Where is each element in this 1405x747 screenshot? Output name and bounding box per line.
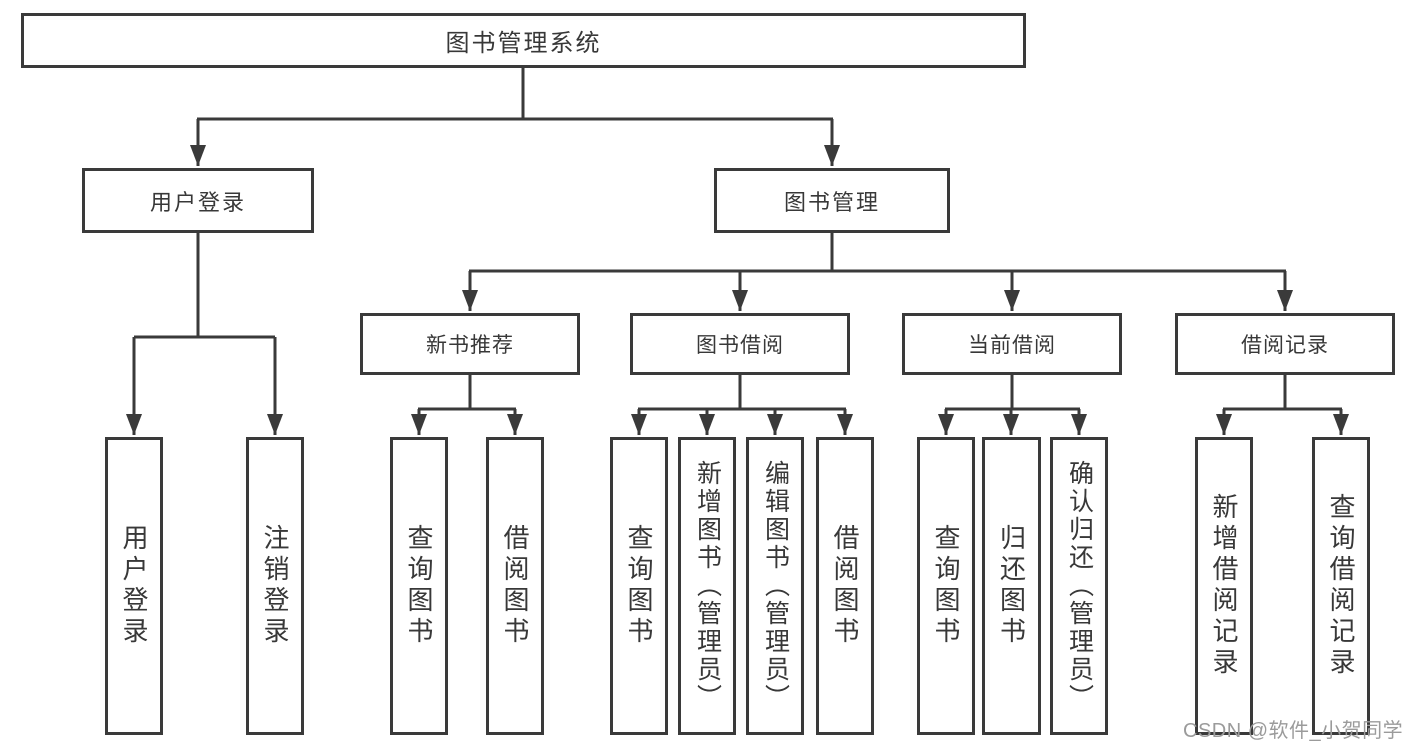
leaf-query-borrow-record-label: 查询借阅记录 <box>1326 493 1356 679</box>
node-user-login: 用户登录 <box>82 168 314 233</box>
leaf-confirm-return-admin: 确认归还（管理员） <box>1050 437 1108 735</box>
leaf-query-books-current: 查询图书 <box>917 437 975 735</box>
leaf-borrow-books-recommend-label: 借阅图书 <box>500 524 530 648</box>
leaf-borrow-books-borrowing: 借阅图书 <box>816 437 874 735</box>
node-book-management: 图书管理 <box>714 168 950 233</box>
leaf-query-books-recommend: 查询图书 <box>390 437 448 735</box>
leaf-return-books: 归还图书 <box>982 437 1041 735</box>
leaf-add-borrow-record-label: 新增借阅记录 <box>1209 493 1239 679</box>
leaf-borrow-books-borrowing-label: 借阅图书 <box>830 524 860 648</box>
node-library-management-system: 图书管理系统 <box>21 13 1026 68</box>
leaf-query-books-current-label: 查询图书 <box>931 524 961 648</box>
leaf-confirm-return-admin-label: 确认归还（管理员） <box>1065 460 1094 712</box>
tree-arrows <box>126 119 1349 435</box>
leaf-logout: 注销登录 <box>246 437 304 735</box>
node-borrowing-records: 借阅记录 <box>1175 313 1395 375</box>
leaf-add-book-admin-label: 新增图书（管理员） <box>693 460 722 712</box>
leaf-user-login: 用户登录 <box>105 437 163 735</box>
leaf-add-borrow-record: 新增借阅记录 <box>1195 437 1253 735</box>
leaf-add-book-admin: 新增图书（管理员） <box>678 437 736 735</box>
csdn-watermark: CSDN @软件_小贺同学 <box>1183 720 1404 742</box>
leaf-user-login-label: 用户登录 <box>119 524 149 648</box>
leaf-query-books-borrowing: 查询图书 <box>610 437 668 735</box>
leaf-return-books-label: 归还图书 <box>996 524 1027 648</box>
leaf-edit-book-admin: 编辑图书（管理员） <box>746 437 804 735</box>
leaf-logout-label: 注销登录 <box>260 524 290 648</box>
node-new-book-recommendation: 新书推荐 <box>360 313 580 375</box>
leaf-query-books-recommend-label: 查询图书 <box>404 524 434 648</box>
leaf-borrow-books-recommend: 借阅图书 <box>486 437 544 735</box>
node-current-borrowing: 当前借阅 <box>902 313 1122 375</box>
leaf-edit-book-admin-label: 编辑图书（管理员） <box>761 460 790 712</box>
leaf-query-borrow-record: 查询借阅记录 <box>1312 437 1370 735</box>
leaf-query-books-borrowing-label: 查询图书 <box>624 524 654 648</box>
node-book-borrowing: 图书借阅 <box>630 313 850 375</box>
